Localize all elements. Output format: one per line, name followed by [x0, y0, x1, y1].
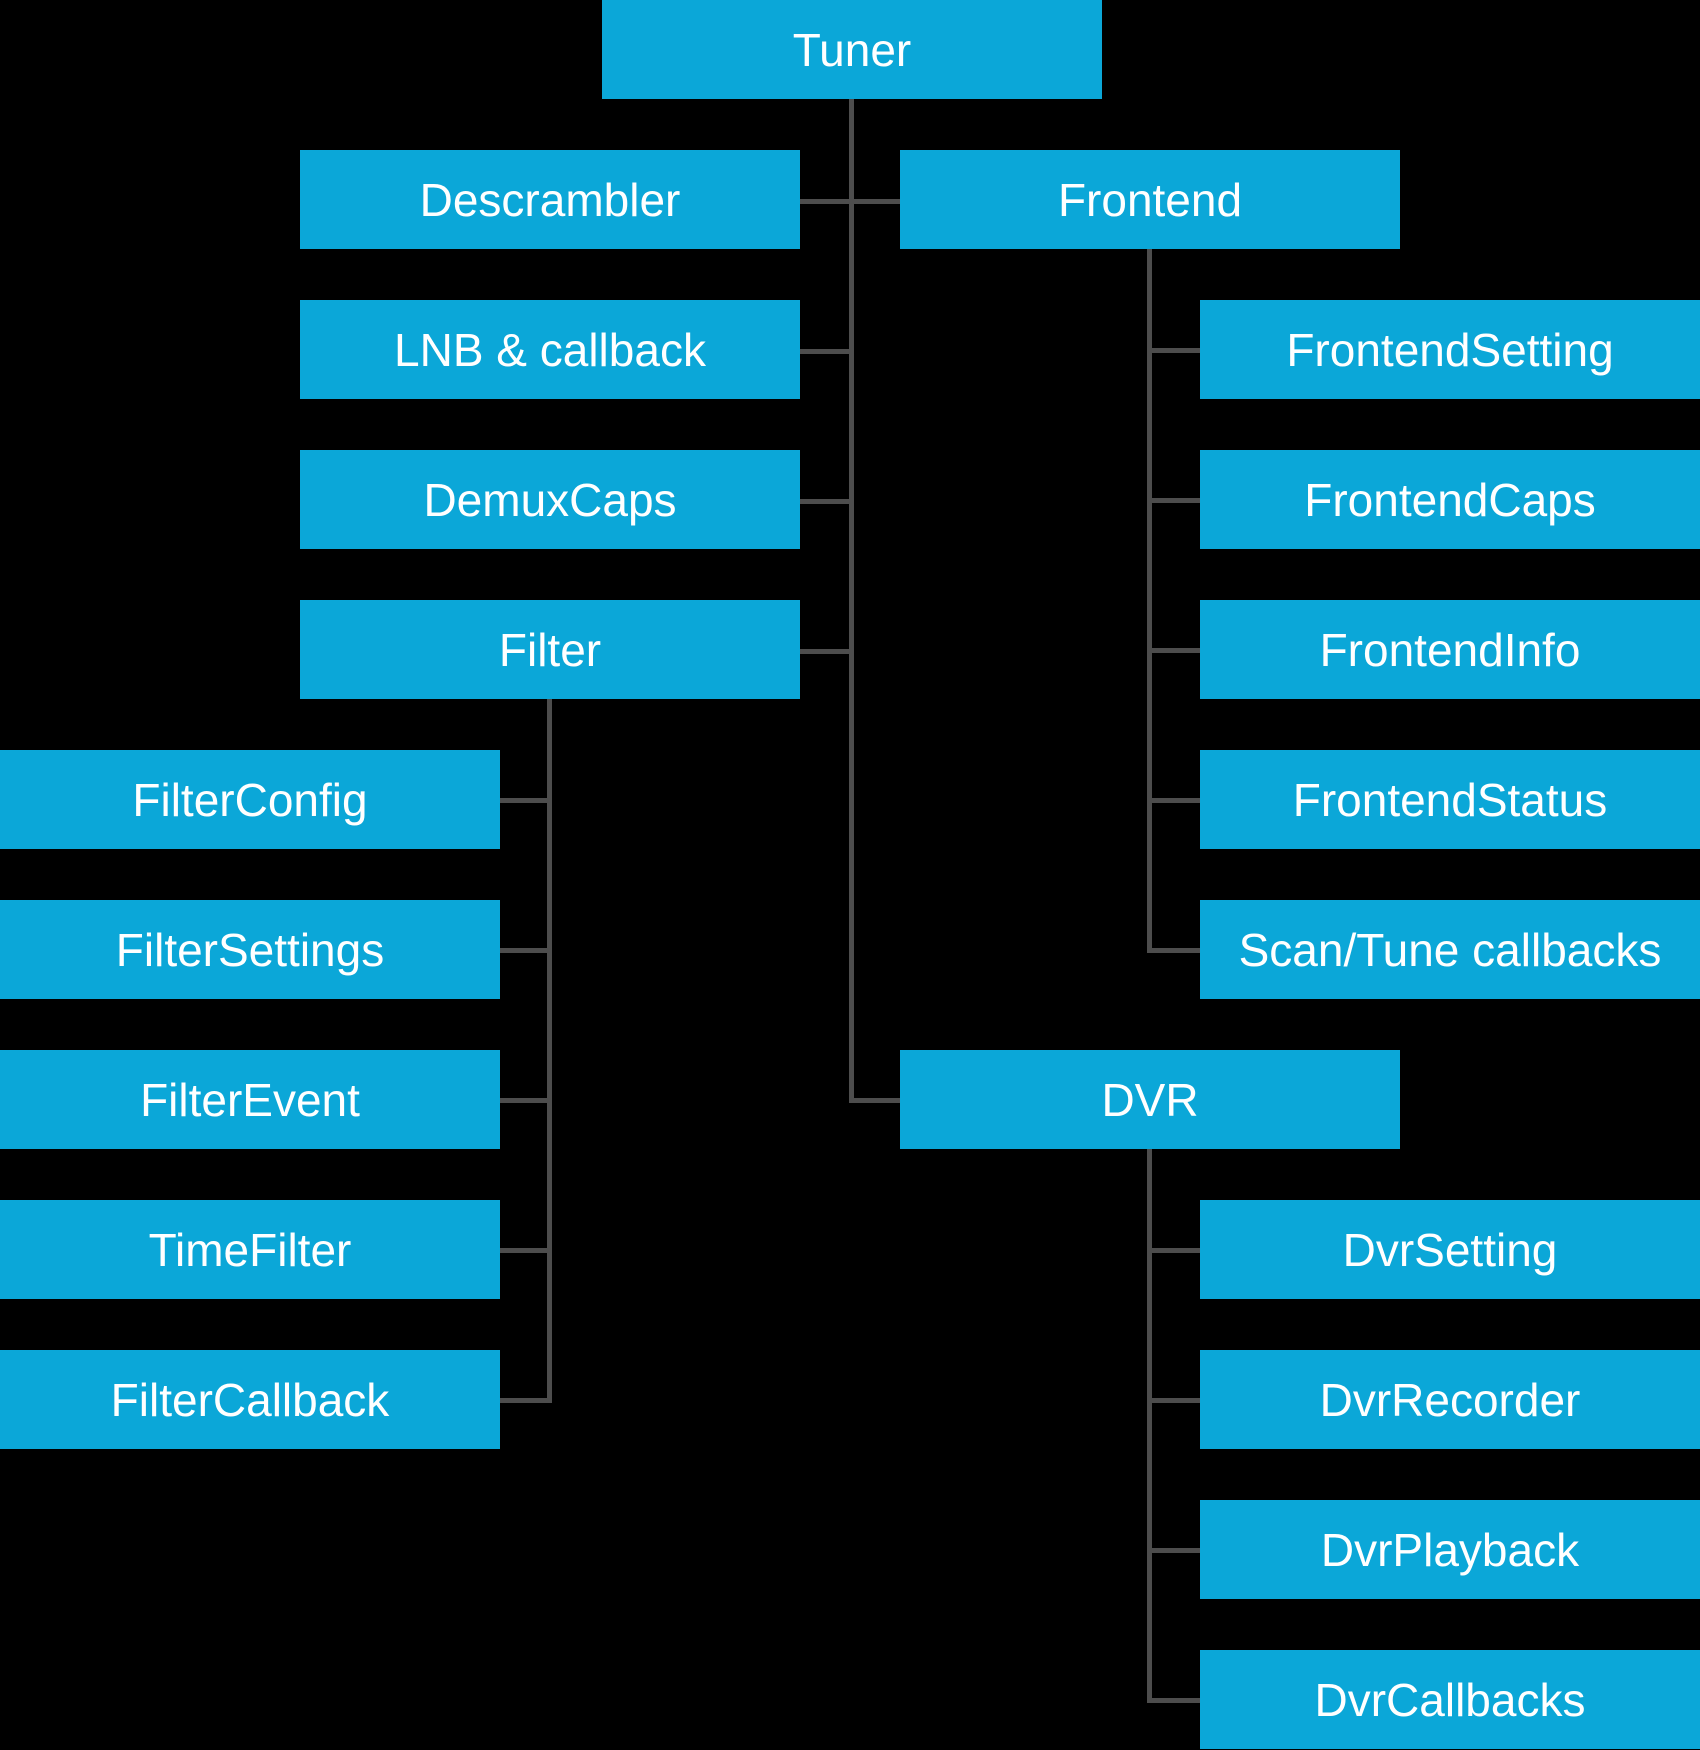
connector-dvr-elbow	[849, 1098, 901, 1103]
node-demuxcaps: DemuxCaps	[300, 450, 800, 549]
connector-filterevent-stub	[500, 1098, 552, 1103]
node-scan-tune-callbacks: Scan/Tune callbacks	[1200, 900, 1700, 999]
connector-filtercallback-stub	[500, 1398, 552, 1403]
node-filterevent: FilterEvent	[0, 1050, 500, 1149]
connector-dvrsetting-stub	[1147, 1248, 1201, 1253]
connector-filter-stub	[799, 649, 854, 654]
connector-frontendcaps-stub	[1147, 498, 1201, 503]
node-filtercallback: FilterCallback	[0, 1350, 500, 1449]
node-filtersettings: FilterSettings	[0, 900, 500, 999]
node-dvrcallbacks: DvrCallbacks	[1200, 1650, 1700, 1749]
connector-filterconfig-stub	[500, 798, 552, 803]
node-tuner: Tuner	[602, 0, 1102, 99]
node-timefilter: TimeFilter	[0, 1200, 500, 1299]
connector-dvrplayback-stub	[1147, 1548, 1201, 1553]
node-filterconfig: FilterConfig	[0, 750, 500, 849]
node-frontendcaps: FrontendCaps	[1200, 450, 1700, 549]
connector-lnb-stub	[799, 349, 854, 354]
node-dvr: DVR	[900, 1050, 1400, 1149]
node-frontendstatus: FrontendStatus	[1200, 750, 1700, 849]
connector-dvrrecorder-stub	[1147, 1398, 1201, 1403]
connector-frontendinfo-stub	[1147, 648, 1201, 653]
node-filter: Filter	[300, 600, 800, 699]
connector-filtersettings-stub	[500, 948, 552, 953]
connector-dvrcallbacks-stub	[1147, 1698, 1201, 1703]
connector-frontendstatus-stub	[1147, 798, 1201, 803]
connector-tuner-trunk	[849, 98, 854, 1103]
node-dvrrecorder: DvrRecorder	[1200, 1350, 1700, 1449]
connector-timefilter-stub	[500, 1248, 552, 1253]
node-frontend: Frontend	[900, 150, 1400, 249]
node-dvrplayback: DvrPlayback	[1200, 1500, 1700, 1599]
node-frontendsetting: FrontendSetting	[1200, 300, 1700, 399]
node-dvrsetting: DvrSetting	[1200, 1200, 1700, 1299]
node-lnb-callback: LNB & callback	[300, 300, 800, 399]
connector-demuxcaps-stub	[799, 499, 854, 504]
connector-descrambler-frontend	[799, 199, 901, 204]
connector-dvr-trunk	[1147, 1149, 1152, 1703]
node-descrambler: Descrambler	[300, 150, 800, 249]
connector-frontendsetting-stub	[1147, 348, 1201, 353]
connector-filter-trunk	[547, 699, 552, 1403]
connector-frontend-trunk	[1147, 248, 1152, 953]
connector-scantune-stub	[1147, 948, 1201, 953]
node-frontendinfo: FrontendInfo	[1200, 600, 1700, 699]
